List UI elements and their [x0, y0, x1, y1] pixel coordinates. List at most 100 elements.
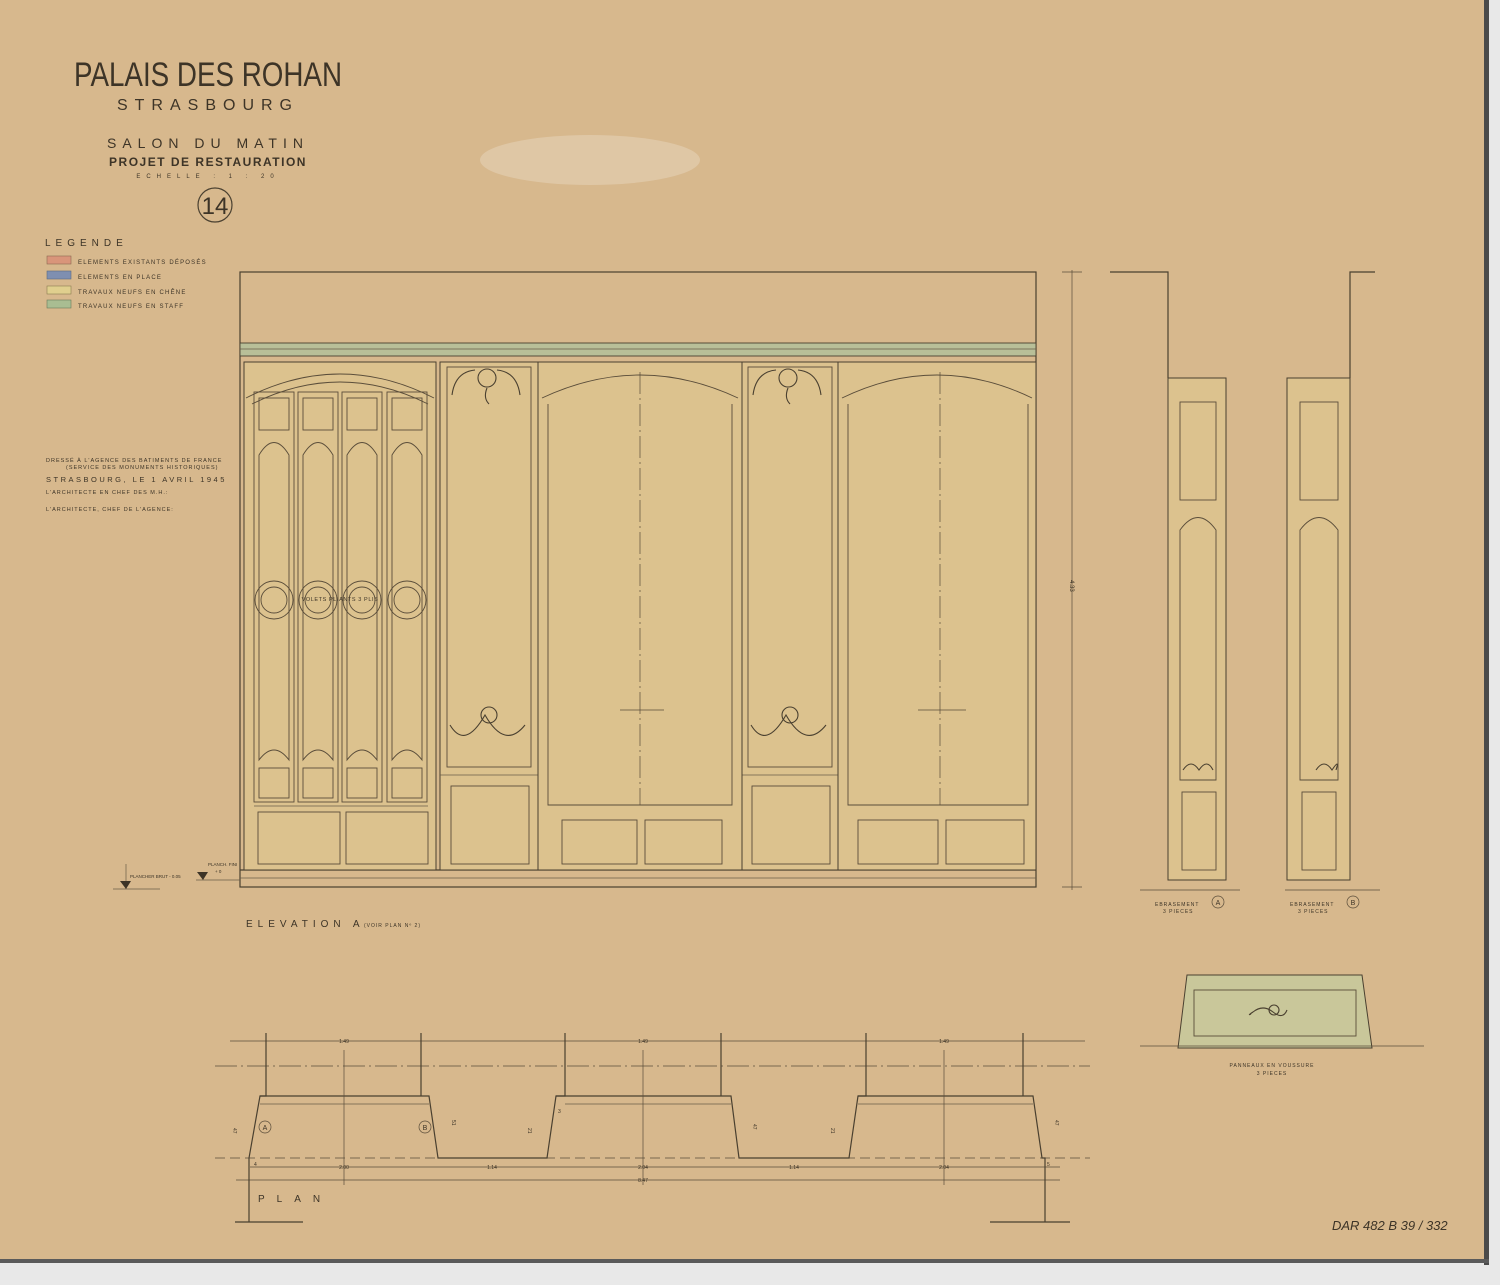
carved-panel — [446, 366, 532, 768]
leaf-top-panel — [302, 397, 334, 431]
level-marker-icon — [197, 872, 208, 880]
bay-opening — [847, 404, 1029, 806]
embrasure-frame — [1167, 377, 1227, 881]
legend: LEGENDE ELEMENTS EXISTANTS DÉPOSÉS ELEME… — [45, 238, 206, 310]
embrasure-pieces: 3 PIECES — [1163, 909, 1194, 915]
leaf-medallion-inner — [393, 586, 421, 614]
dado-panel — [561, 819, 638, 865]
dim-segment: 2.04 — [939, 1165, 949, 1171]
pilaster-frame — [439, 361, 539, 871]
carved-panel — [747, 366, 833, 768]
plan-marker-b: B — [423, 1125, 428, 1132]
leaf-top-panel — [258, 397, 290, 431]
dim-depth: 51 — [450, 1120, 456, 1126]
dado-panel — [345, 811, 429, 865]
dim-bay: 1.49 — [638, 1039, 648, 1045]
embrasure-pieces: 3 PIECES — [1298, 909, 1329, 915]
leaf-long-panel — [258, 442, 290, 762]
shutter-leaf — [341, 391, 383, 803]
dim-depth: 21 — [829, 1128, 835, 1134]
dado-panel — [644, 819, 723, 865]
ornament-pendant — [785, 387, 791, 405]
legend-swatch-green — [46, 299, 72, 309]
bay-arch — [841, 374, 1033, 399]
legend-swatch-red — [46, 255, 72, 265]
shutter-leaf — [386, 391, 428, 803]
leaf-bottom-panel — [346, 767, 378, 799]
leaf-medallion-inner — [348, 586, 376, 614]
staff-cornice — [239, 342, 1037, 357]
credits-line: L'ARCHITECTE, CHEF DE L'AGENCE: — [46, 507, 174, 513]
credits-line: L'ARCHITECTE EN CHEF DES M.H.: — [46, 490, 168, 496]
elevation-title: ELEVATION A — [246, 919, 365, 930]
embrasure-panel — [1299, 401, 1339, 501]
marker-circle — [258, 1120, 272, 1134]
legend-heading: LEGENDE — [45, 238, 128, 249]
legend-item: TRAVAUX NEUFS EN STAFF — [46, 299, 184, 310]
dado-panel — [450, 785, 530, 865]
pilaster-panel-right — [741, 361, 839, 871]
dim-bay: 1.49 — [339, 1039, 349, 1045]
window-bay-center — [537, 361, 743, 871]
leaf-bottom-panel — [302, 767, 334, 799]
legend-swatch-yellow — [46, 285, 72, 295]
leaf-bottom-panel — [391, 767, 423, 799]
height-dimension: 4.33 — [1068, 580, 1074, 592]
title-city: STRASBOURG — [117, 97, 299, 114]
embrasure-frame — [1286, 377, 1351, 881]
ornament-top — [752, 369, 822, 396]
title-room: SALON DU MATIN — [107, 135, 309, 151]
paper-edge-right — [1484, 0, 1489, 1265]
legend-label: ELEMENTS EN PLACE — [78, 275, 162, 281]
legend-label: TRAVAUX NEUFS EN STAFF — [78, 304, 184, 310]
dim-segment: 1.14 — [789, 1165, 799, 1171]
embrasure-panel — [1179, 401, 1217, 501]
soffit-outline — [1177, 974, 1373, 1049]
dim-segment: 1.14 — [487, 1165, 497, 1171]
shutter-label: VOLETS PLIANTS 3 PLIS — [302, 597, 379, 603]
embrasure-arched-panel — [1179, 517, 1217, 781]
dado-panel — [257, 811, 341, 865]
soffit-inner-panel — [1193, 989, 1357, 1037]
wall-outline — [1349, 271, 1375, 378]
marker-circle — [1346, 895, 1360, 909]
legend-item: TRAVAUX NEUFS EN CHÊNE — [46, 285, 185, 296]
leaf-medallion-inner — [260, 586, 288, 614]
leaf-long-panel — [302, 442, 334, 762]
leaf-medallion — [342, 580, 382, 620]
ornament-bottom — [750, 713, 827, 736]
leaf-medallion-inner — [304, 586, 332, 614]
legend-item: ELEMENTS EN PLACE — [46, 270, 162, 281]
embrasure-label: EBRASEMENT — [1155, 902, 1199, 908]
rocaille-top — [778, 368, 798, 388]
elevation-a: VOLETS PLIANTS 3 PLIS — [113, 270, 1082, 930]
dim-depth: 21 — [526, 1128, 532, 1134]
bay-frame — [837, 361, 1037, 871]
dim-total: 8.47 — [638, 1178, 648, 1184]
dim-end: 4 — [254, 1162, 257, 1168]
credits-date: STRASBOURG, LE 1 AVRIL 1945 — [46, 475, 227, 484]
title-main: PALAIS DES ROHAN — [74, 56, 342, 94]
wall-outline — [1110, 271, 1169, 378]
dim-segment: 2.00 — [339, 1165, 349, 1171]
marker-circle — [1211, 895, 1225, 909]
legend-swatch-blue — [46, 270, 72, 280]
dim-depth: 47 — [1053, 1120, 1059, 1126]
embrasure-panel — [1181, 791, 1217, 871]
shutter-bay-frame — [243, 361, 437, 871]
soffit-ornament — [1248, 1007, 1288, 1017]
dado-panel — [751, 785, 831, 865]
shutter-arch-inner — [251, 381, 429, 405]
dim-depth: 47 — [751, 1124, 757, 1130]
embrasure-label: EBRASEMENT — [1290, 902, 1334, 908]
leaf-long-panel — [346, 442, 378, 762]
soffit-label: PANNEAUX EN VOUSSURE — [1230, 1063, 1315, 1069]
plan-wall-bay-3 — [858, 1033, 1070, 1223]
marker-circle — [418, 1120, 432, 1134]
embrasure-a: EBRASEMENT A 3 PIECES — [1110, 271, 1240, 915]
eraser-smudge — [480, 135, 700, 185]
sheet-number-circle — [197, 187, 233, 223]
ornament — [1182, 763, 1214, 771]
pilaster-frame — [741, 361, 839, 871]
dado-panel — [857, 819, 939, 865]
